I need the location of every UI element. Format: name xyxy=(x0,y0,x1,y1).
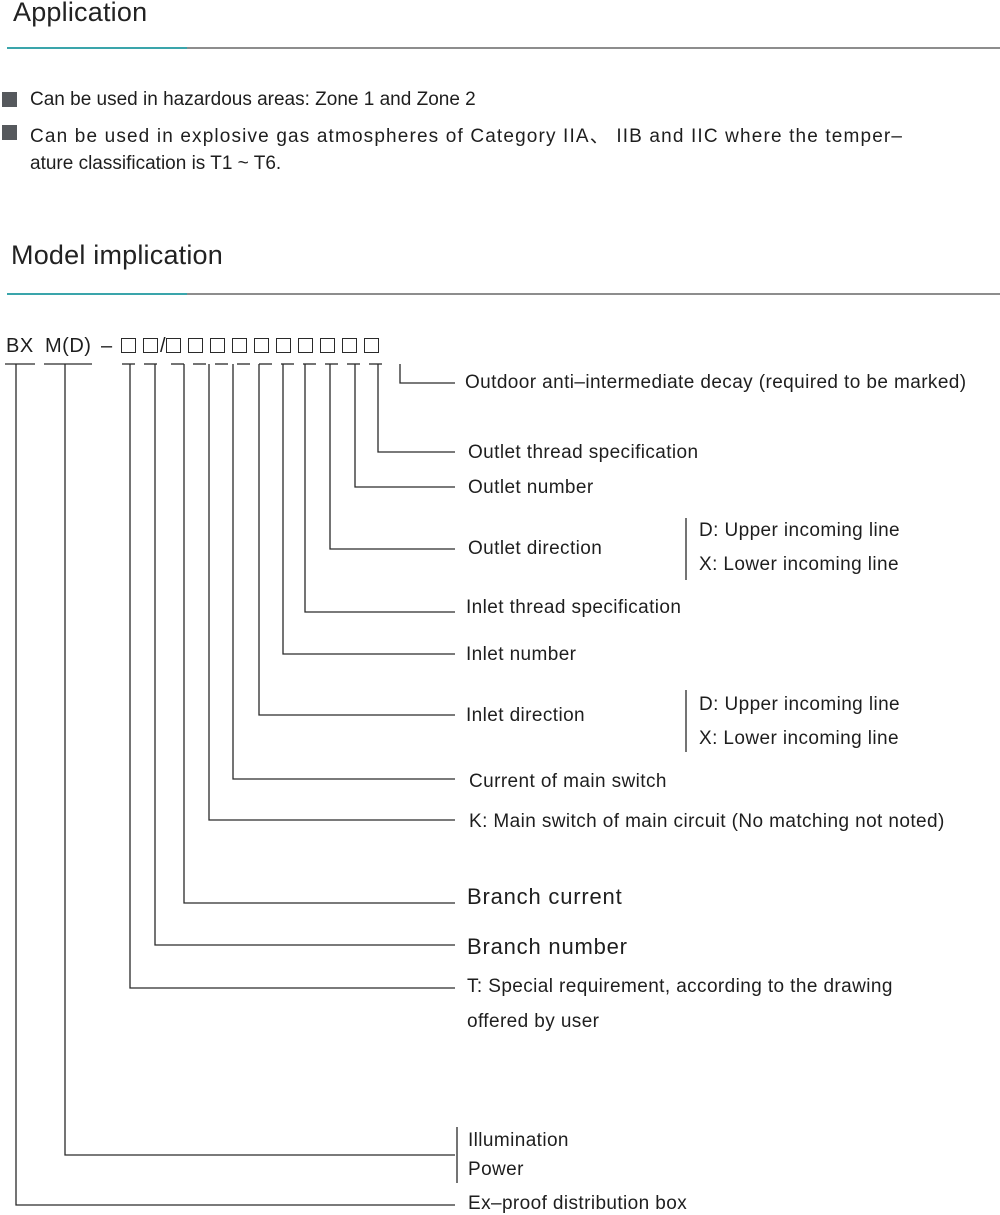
model-implication-divider xyxy=(7,293,1000,295)
label-outlet-direction-x: X: Lower incoming line xyxy=(699,554,899,575)
bullet-square-icon xyxy=(2,92,17,107)
code-md: M(D) xyxy=(45,335,92,357)
application-title: Application xyxy=(13,0,148,27)
label-illumination: Illumination xyxy=(468,1130,569,1151)
code-placeholder-box xyxy=(121,338,136,353)
code-placeholder-box xyxy=(166,338,181,353)
label-outdoor-anti-decay: Outdoor anti–intermediate decay (require… xyxy=(465,372,967,393)
label-ex-proof-distribution-box: Ex–proof distribution box xyxy=(468,1193,688,1214)
label-outlet-direction-d: D: Upper incoming line xyxy=(699,520,900,541)
application-divider xyxy=(7,47,1000,49)
code-slash: / xyxy=(160,335,167,357)
code-bx: BX xyxy=(6,335,34,357)
code-dash: – xyxy=(101,335,113,357)
label-special-requirement-line-2: offered by user xyxy=(467,1011,600,1032)
code-placeholder-box xyxy=(364,338,379,353)
code-placeholder-box xyxy=(320,338,335,353)
label-branch-current: Branch current xyxy=(467,884,623,909)
model-implication-title: Model implication xyxy=(11,240,223,270)
label-current-of-main-switch: Current of main switch xyxy=(469,771,667,792)
label-branch-number: Branch number xyxy=(467,934,628,959)
code-placeholder-box xyxy=(210,338,225,353)
application-bullet-1: Can be used in hazardous areas: Zone 1 a… xyxy=(30,89,476,110)
label-inlet-number: Inlet number xyxy=(466,644,577,665)
label-outlet-thread-specification: Outlet thread specification xyxy=(468,442,699,463)
label-outlet-number: Outlet number xyxy=(468,477,594,498)
code-placeholder-box xyxy=(232,338,247,353)
label-inlet-direction-x: X: Lower incoming line xyxy=(699,728,899,749)
code-placeholder-box xyxy=(298,338,313,353)
code-placeholder-box xyxy=(342,338,357,353)
label-special-requirement-line-1: T: Special requirement, according to the… xyxy=(467,976,893,997)
bullet-square-icon xyxy=(2,125,17,140)
label-inlet-direction: Inlet direction xyxy=(466,705,586,726)
code-placeholder-box xyxy=(254,338,269,353)
application-bullet-2-line-2: ature classification is T1 ~ T6. xyxy=(30,153,282,174)
application-bullet-2-line-1: Can be used in explosive gas atmospheres… xyxy=(30,126,904,147)
label-outlet-direction: Outlet direction xyxy=(468,538,603,559)
label-inlet-direction-d: D: Upper incoming line xyxy=(699,694,900,715)
label-inlet-thread-specification: Inlet thread specification xyxy=(466,597,682,618)
code-placeholder-box xyxy=(276,338,291,353)
label-power: Power xyxy=(468,1159,524,1180)
label-main-switch: K: Main switch of main circuit (No match… xyxy=(469,811,945,832)
code-placeholder-box xyxy=(188,338,203,353)
code-placeholder-box xyxy=(143,338,158,353)
